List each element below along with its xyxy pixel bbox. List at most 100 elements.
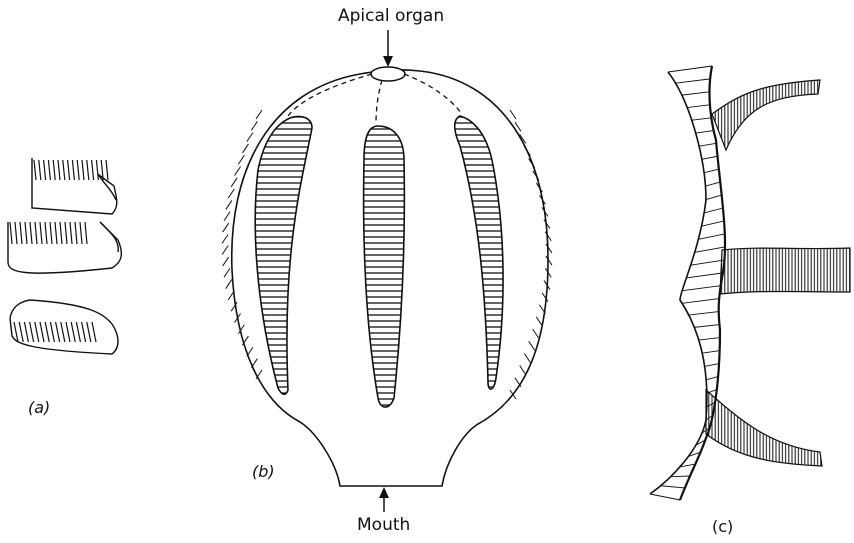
hatch-line [699,143,716,146]
comb-row-center [364,126,405,407]
hatch-line [50,222,52,244]
hatch-line [682,299,719,304]
hatch-line [10,222,12,244]
comb-section-panel-c [650,66,850,500]
hatch-line [668,66,712,72]
mouth-arrow [379,487,389,512]
hatch-line [44,160,46,180]
hatch-line [224,268,230,277]
comb-plates-panel-a [8,158,121,354]
ctenophore-body-panel-b [222,30,552,512]
hatch-line [682,286,721,291]
hatch-line [30,322,34,342]
hatch-line [20,222,22,244]
hatch-line [546,256,552,265]
hatch-line [661,486,685,488]
hatch-line [251,359,257,368]
hatch-line [228,189,234,198]
hatch-line [82,160,84,180]
hatch-line [75,222,77,244]
panel-a-label: (a) [28,398,50,417]
comb-plate-middle [720,248,850,294]
hatch-line [40,222,42,244]
hatch-line [85,222,87,244]
hatch-line [50,322,54,342]
hatch-line [705,364,719,367]
hatch-line [15,222,17,244]
hatch-line [533,329,539,338]
comb-plate-bottom [10,300,118,354]
hatch-line [705,182,720,186]
hatch-line [231,178,237,187]
apical-organ [371,67,405,81]
hatch-line [682,92,710,95]
hatch-line [82,322,86,342]
hatch-line [70,222,72,244]
hatch-line [76,322,80,342]
hatch-line [702,351,720,354]
hatch-line [53,160,55,180]
hatch-line [48,160,50,180]
hatch-line [650,494,680,500]
hatch-line [256,110,262,119]
hatch-line [671,476,690,477]
panel-c-label: (c) [712,517,733,536]
hatch-line [687,105,710,108]
hatch-line [223,257,229,266]
hatch-line [238,155,244,164]
hatch-line [45,322,49,342]
epidermis-outer [650,72,707,494]
comb-plate-bottom [706,390,822,466]
mouth-label: Mouth [357,515,410,535]
hatch-line [58,160,60,180]
hatch-line [706,377,718,380]
canal-left [288,74,372,116]
apical-organ-arrow [383,30,393,67]
hatch-line [63,160,65,180]
hatch-line [40,322,44,342]
hatch-line [235,167,241,176]
hatch-line [35,322,39,342]
hatch-line [106,160,108,180]
hatch-line [25,222,27,244]
comb-plate-middle [8,222,121,273]
hatch-line [92,160,94,180]
hatch-line [702,156,718,159]
hatch-line [520,366,526,375]
hatch-line [222,234,228,243]
hatch-line [96,160,98,180]
hatch-line [546,244,552,253]
hatch-line [35,222,37,244]
hatch-line [536,317,542,326]
hatch-line [34,160,36,180]
hatch-line [529,341,535,350]
hatch-line [689,312,719,315]
hatch-line [694,325,719,328]
hatch-line [71,322,75,342]
hatch-line [68,160,70,180]
hatch-line [87,322,91,342]
hatch-line [55,222,57,244]
hatch-line [61,322,65,342]
hatch-line [226,200,232,209]
comb-plate-top [712,80,820,150]
hatch-line [45,222,47,244]
hatch-line [87,160,89,180]
canal-right [404,74,462,114]
canal-center [376,80,382,124]
hatch-line [698,234,724,239]
hatch-line [691,260,725,265]
hatch-line [92,322,96,342]
hatch-line [510,110,516,119]
hatch-line [56,322,60,342]
hatch-line [706,195,722,200]
hatch-line [524,147,530,156]
hatch-line [39,160,41,180]
panel-b-label: (b) [252,462,275,481]
hatch-line [251,121,257,130]
hatch-line [696,131,714,134]
hatch-line [242,144,248,153]
hatch-line [686,273,723,278]
hatch-line [515,378,521,387]
